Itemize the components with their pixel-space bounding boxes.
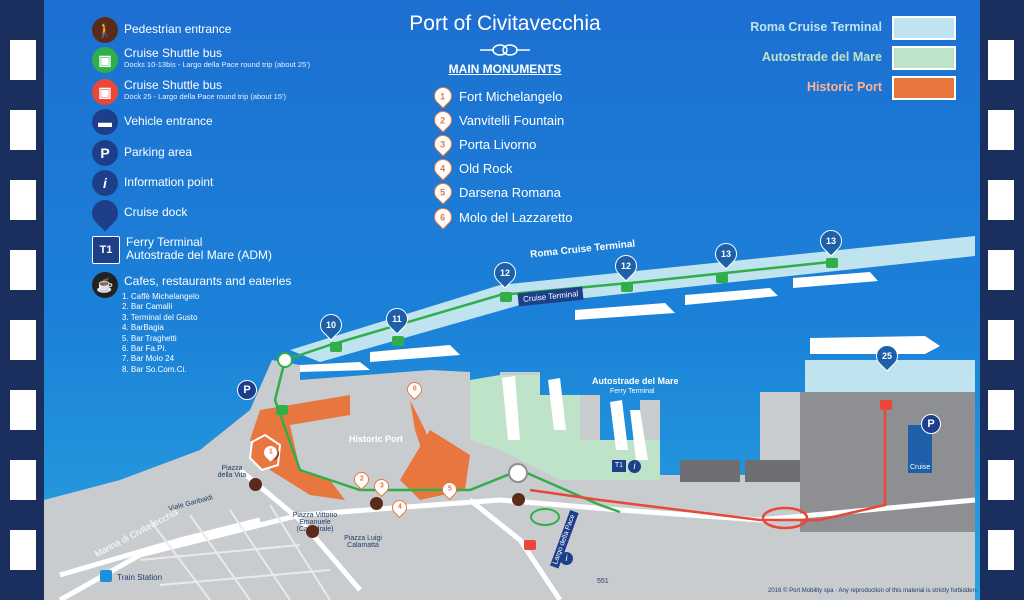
- historic-port-label: Historic Port: [349, 434, 404, 444]
- cafe-item: 5. Bar Traghetti: [122, 333, 177, 343]
- car-icon: ▬: [92, 109, 118, 135]
- road-551-label: 551: [597, 578, 609, 585]
- key-adm-swatch: [892, 46, 956, 70]
- info-icon: i: [628, 460, 641, 473]
- key-historic-swatch: [892, 76, 956, 100]
- cafe-item: 1. Caffè Michelangelo: [122, 292, 200, 301]
- legend-ferry: T1 Ferry Terminal Autostrade del Mare (A…: [92, 236, 272, 264]
- coffee-cup-icon: [306, 525, 319, 538]
- map-title: Port of Civitavecchia: [409, 12, 601, 35]
- legend-info: i Information point: [92, 170, 213, 196]
- legend-parking: P Parking area: [92, 140, 192, 166]
- bus-icon: ▣: [92, 79, 118, 105]
- key-historic-label: Historic Port: [806, 80, 882, 94]
- pedestrian-icon: [370, 497, 383, 510]
- cafe-list: 1. Caffè Michelangelo 2. Bar Camalli 3. …: [122, 292, 199, 375]
- copyright-text: 2016 © Port Mobility spa · Any reproduct…: [768, 588, 978, 594]
- pedestrian-icon: [512, 493, 525, 506]
- ferry-terminal-label: Ferry Terminal: [610, 388, 655, 395]
- frame-right: [988, 40, 1014, 570]
- legend-dock: Cruise dock: [86, 194, 187, 232]
- key-adm-label: Autostrade del Mare: [761, 50, 882, 64]
- piazza-calamatta-label: Piazza Luigi Calamatta: [344, 535, 382, 549]
- bus-icon: ▣: [92, 47, 118, 73]
- ships: [300, 272, 940, 460]
- legend-cafes: ☕ Cafes, restaurants and eateries: [92, 272, 291, 298]
- cafe-item: 3. Terminal del Gusto: [122, 312, 198, 322]
- cafe-item: 2. Bar Camalli: [122, 302, 173, 312]
- adm-label: Autostrade del Mare: [592, 376, 679, 386]
- key-roma-label: Roma Cruise Terminal: [750, 20, 882, 34]
- ferry-terminal-icon: T1: [612, 460, 626, 472]
- legend-shuttle-red: ▣ Cruise Shuttle bus Dock 25 - Largo del…: [92, 79, 286, 105]
- info-icon: i: [560, 552, 573, 565]
- parking-icon: P: [921, 414, 941, 434]
- red-route: [529, 405, 887, 530]
- parking-icon: P: [237, 380, 257, 400]
- legend-vehicle: ▬ Vehicle entrance: [92, 109, 213, 135]
- coffee-cup-icon: ☕: [92, 272, 118, 298]
- legend-pedestrian: 🚶 Pedestrian entrance: [92, 17, 231, 43]
- pedestrian-icon: [249, 478, 262, 491]
- legend-shuttle-green: ▣ Cruise Shuttle bus Docks 10-13bis - La…: [92, 47, 310, 73]
- historic-area: [250, 395, 350, 500]
- dock-pin-icon: [86, 194, 124, 232]
- cruise-parking-label: Cruise: [910, 464, 931, 471]
- cafe-item: 4. BarBagia: [122, 323, 164, 333]
- pedestrian-icon: 🚶: [92, 17, 118, 43]
- parking-icon: P: [92, 140, 118, 166]
- cafe-item: 7. Bar Molo 24: [122, 354, 175, 364]
- bus-stops: [276, 258, 892, 550]
- info-icon: i: [92, 170, 118, 196]
- piazza-vita-label: Piazza della Vita: [217, 465, 247, 479]
- frame-left: [10, 40, 36, 570]
- cafe-item: 8. Bar So.Com.Ci.: [122, 364, 187, 374]
- monuments-heading: MAIN MONUMENTS: [448, 62, 562, 76]
- key-roma-swatch: [892, 16, 956, 40]
- knot-icon: [480, 44, 530, 56]
- roma-terminal-area: [290, 236, 975, 362]
- cafe-item: 6. Bar Fa.Pi.: [122, 344, 167, 354]
- ferry-terminal-icon: T1: [92, 236, 120, 264]
- train-station-label: Train Station: [117, 573, 163, 582]
